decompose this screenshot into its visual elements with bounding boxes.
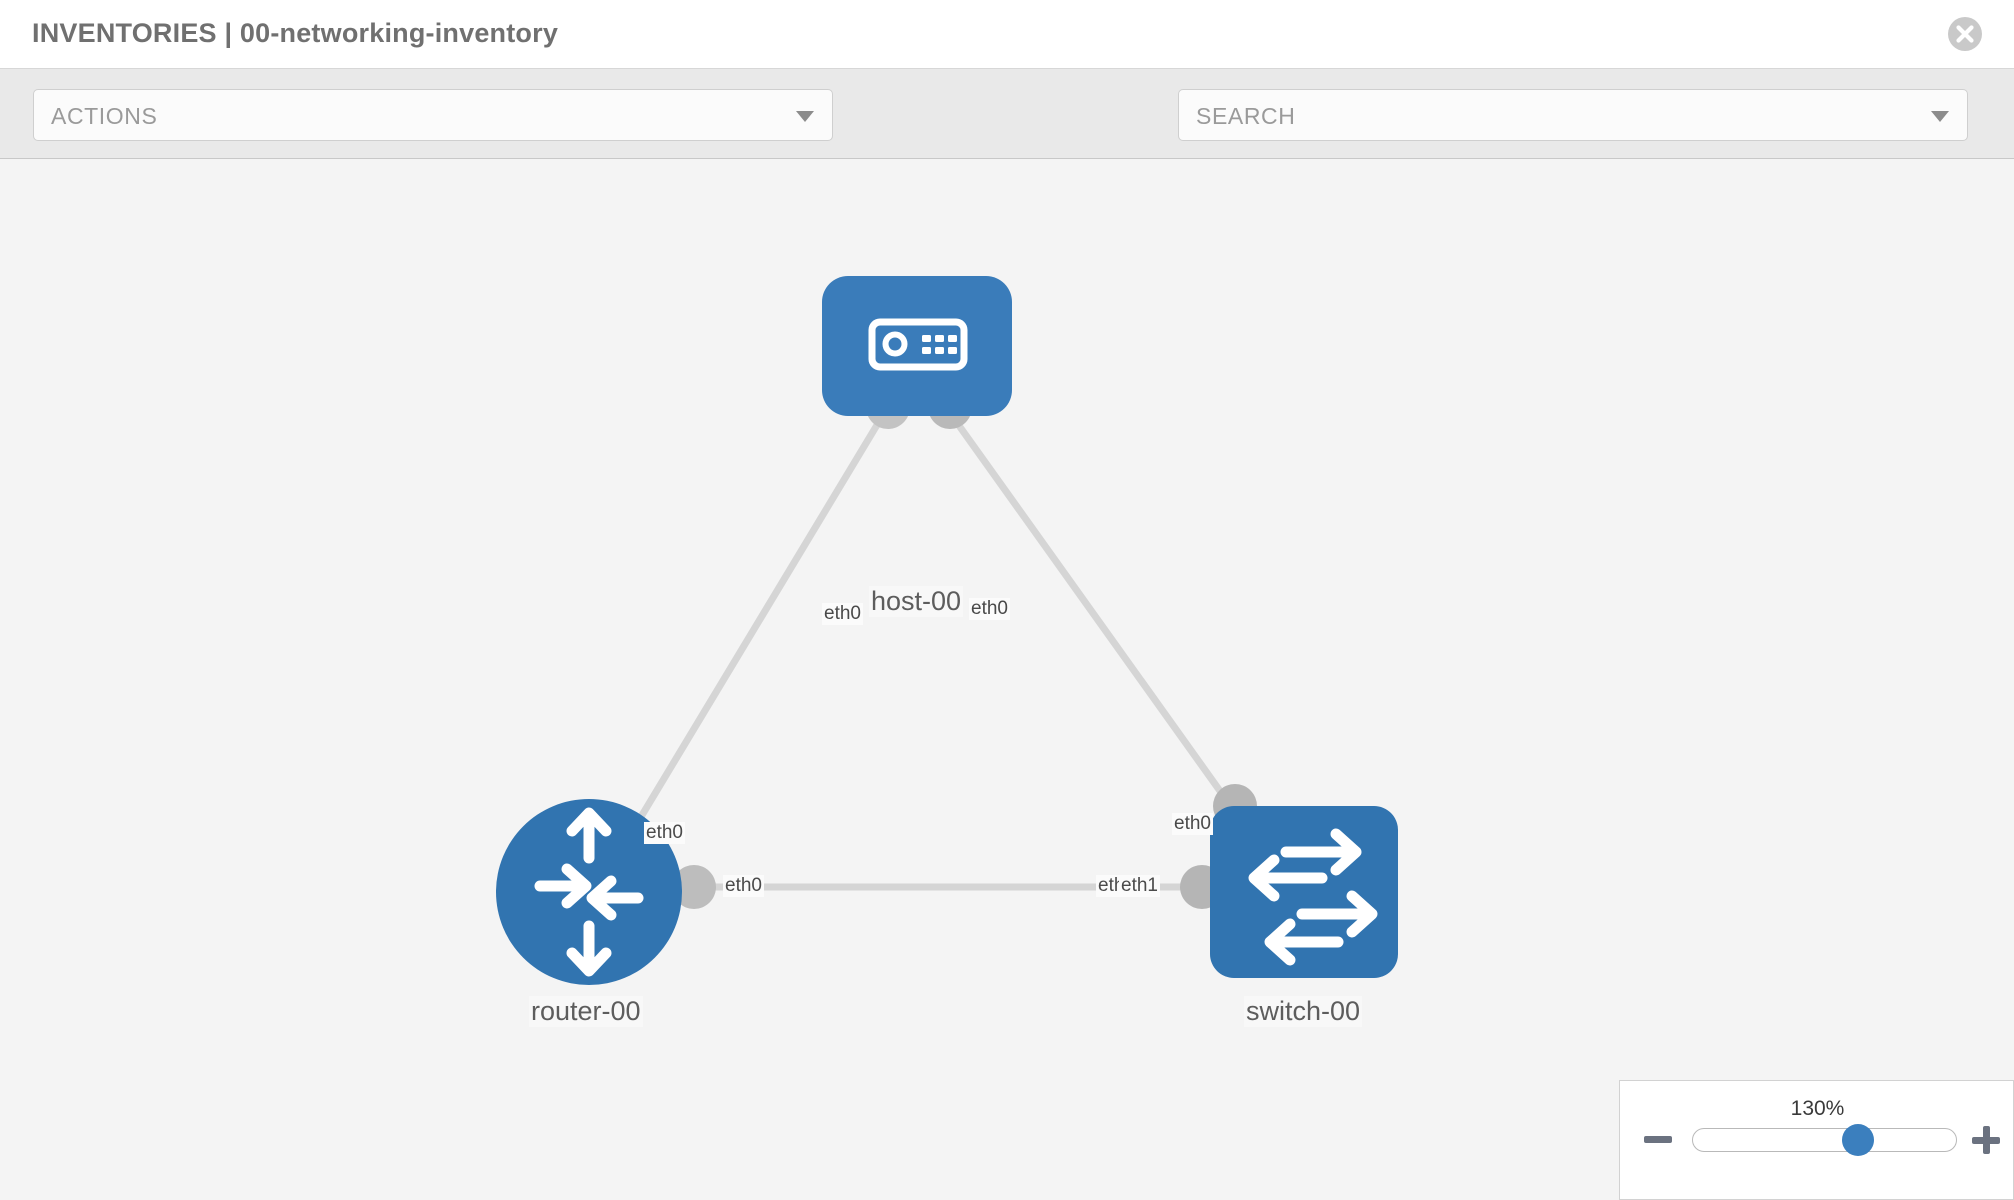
link-host00-switch00[interactable] — [952, 417, 1258, 843]
topology-ports — [672, 385, 1257, 909]
topology-links — [612, 417, 1258, 891]
zoom-percent-label: 130% — [1790, 1097, 1845, 1120]
minus-icon[interactable] — [1644, 1136, 1672, 1143]
search-input-value: SEARCH — [1196, 103, 1296, 129]
node-router-00[interactable] — [496, 799, 682, 985]
iface-label: eth0 — [644, 822, 685, 844]
search-input[interactable]: SEARCH — [1178, 89, 1968, 141]
actions-dropdown[interactable]: ACTIONS — [33, 89, 833, 141]
close-icon[interactable] — [1946, 15, 1984, 53]
topology-canvas[interactable]: eth0 eth0 eth0 eth0 eth0 eth eth1 host-0… — [0, 160, 2014, 1200]
zoom-slider-handle[interactable] — [1842, 1124, 1874, 1156]
page-title: INVENTORIES | 00-networking-inventory — [32, 18, 559, 48]
iface-label: eth1 — [1119, 875, 1160, 897]
node-label-router-00: router-00 — [529, 996, 643, 1027]
iface-label: eth — [1096, 875, 1127, 897]
iface-label: eth0 — [822, 603, 863, 625]
iface-label: eth0 — [969, 598, 1010, 620]
zoom-control: 130% — [1619, 1080, 2014, 1200]
plus-icon[interactable] — [1972, 1126, 2000, 1154]
link-host00-router00[interactable] — [612, 418, 883, 862]
iface-label: eth0 — [723, 875, 764, 897]
page-header: INVENTORIES | 00-networking-inventory — [0, 0, 2014, 69]
node-host-00[interactable] — [822, 276, 1012, 416]
chevron-down-icon — [1931, 111, 1949, 122]
node-label-switch-00: switch-00 — [1244, 996, 1363, 1027]
toolbar: ACTIONS SEARCH — [0, 69, 2014, 203]
zoom-slider-track[interactable] — [1692, 1128, 1957, 1152]
port-router00-eth0[interactable] — [672, 865, 716, 909]
iface-label: eth0 — [1172, 813, 1213, 835]
node-switch-00[interactable] — [1210, 806, 1398, 978]
node-label-host-00: host-00 — [869, 586, 964, 617]
chevron-down-icon — [796, 111, 814, 122]
topology-graph — [496, 276, 1398, 985]
actions-dropdown-label: ACTIONS — [51, 103, 158, 129]
